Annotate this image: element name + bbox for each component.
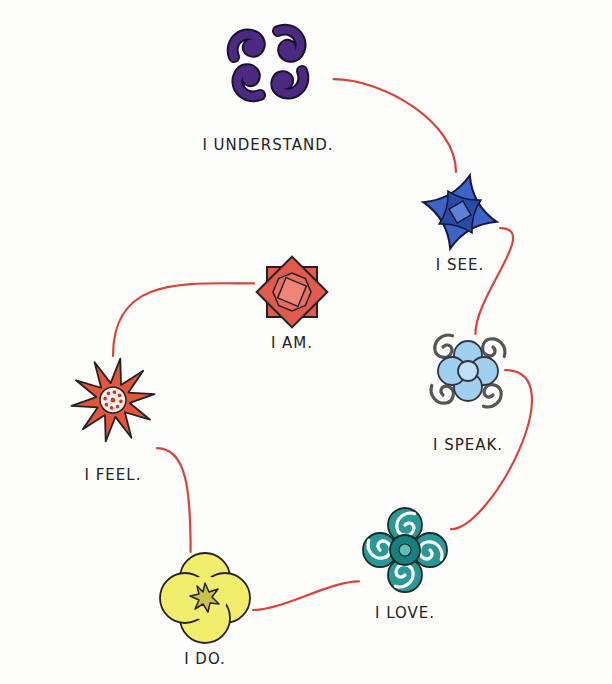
root-star-icon	[257, 257, 328, 328]
icon-space	[359, 506, 451, 594]
icon-space	[157, 552, 253, 644]
spiral-connector	[157, 448, 191, 552]
chakra-node: I LOVE.	[359, 506, 451, 622]
throat-flower-icon	[431, 335, 505, 407]
chakra-label: I UNDERSTAND.	[202, 136, 333, 154]
chakra-label: I FEEL.	[85, 466, 142, 484]
spiral-connector	[113, 283, 254, 356]
spiral-connector	[475, 228, 513, 334]
sacral-star-icon	[66, 352, 159, 449]
icon-space	[254, 254, 330, 330]
icon-space	[431, 334, 505, 408]
chakra-node: I DO.	[157, 552, 253, 668]
chakra-label: I LOVE.	[375, 604, 435, 622]
spiral-connector	[334, 79, 456, 172]
chakra-node: I AM.	[254, 254, 330, 352]
third-eye-star-icon	[413, 165, 506, 258]
crown-swirl-icon	[233, 30, 304, 97]
chakra-label: I SPEAK.	[433, 436, 503, 454]
chakra-node: I SPEAK.	[431, 334, 505, 454]
solar-plexus-flower-icon	[160, 553, 250, 643]
spiral-connector	[253, 581, 359, 610]
chakra-label: I DO.	[184, 650, 226, 668]
chakra-node: I SEE.	[420, 172, 500, 274]
chakra-node: I FEEL.	[69, 356, 157, 484]
chakra-label: I SEE.	[436, 256, 484, 274]
icon-space	[69, 356, 157, 444]
heart-curl-icon	[363, 508, 447, 592]
chakra-node: I UNDERSTAND.	[202, 18, 333, 154]
icon-space	[420, 172, 500, 252]
chakra-label: I AM.	[271, 334, 313, 352]
icon-space	[220, 18, 316, 108]
